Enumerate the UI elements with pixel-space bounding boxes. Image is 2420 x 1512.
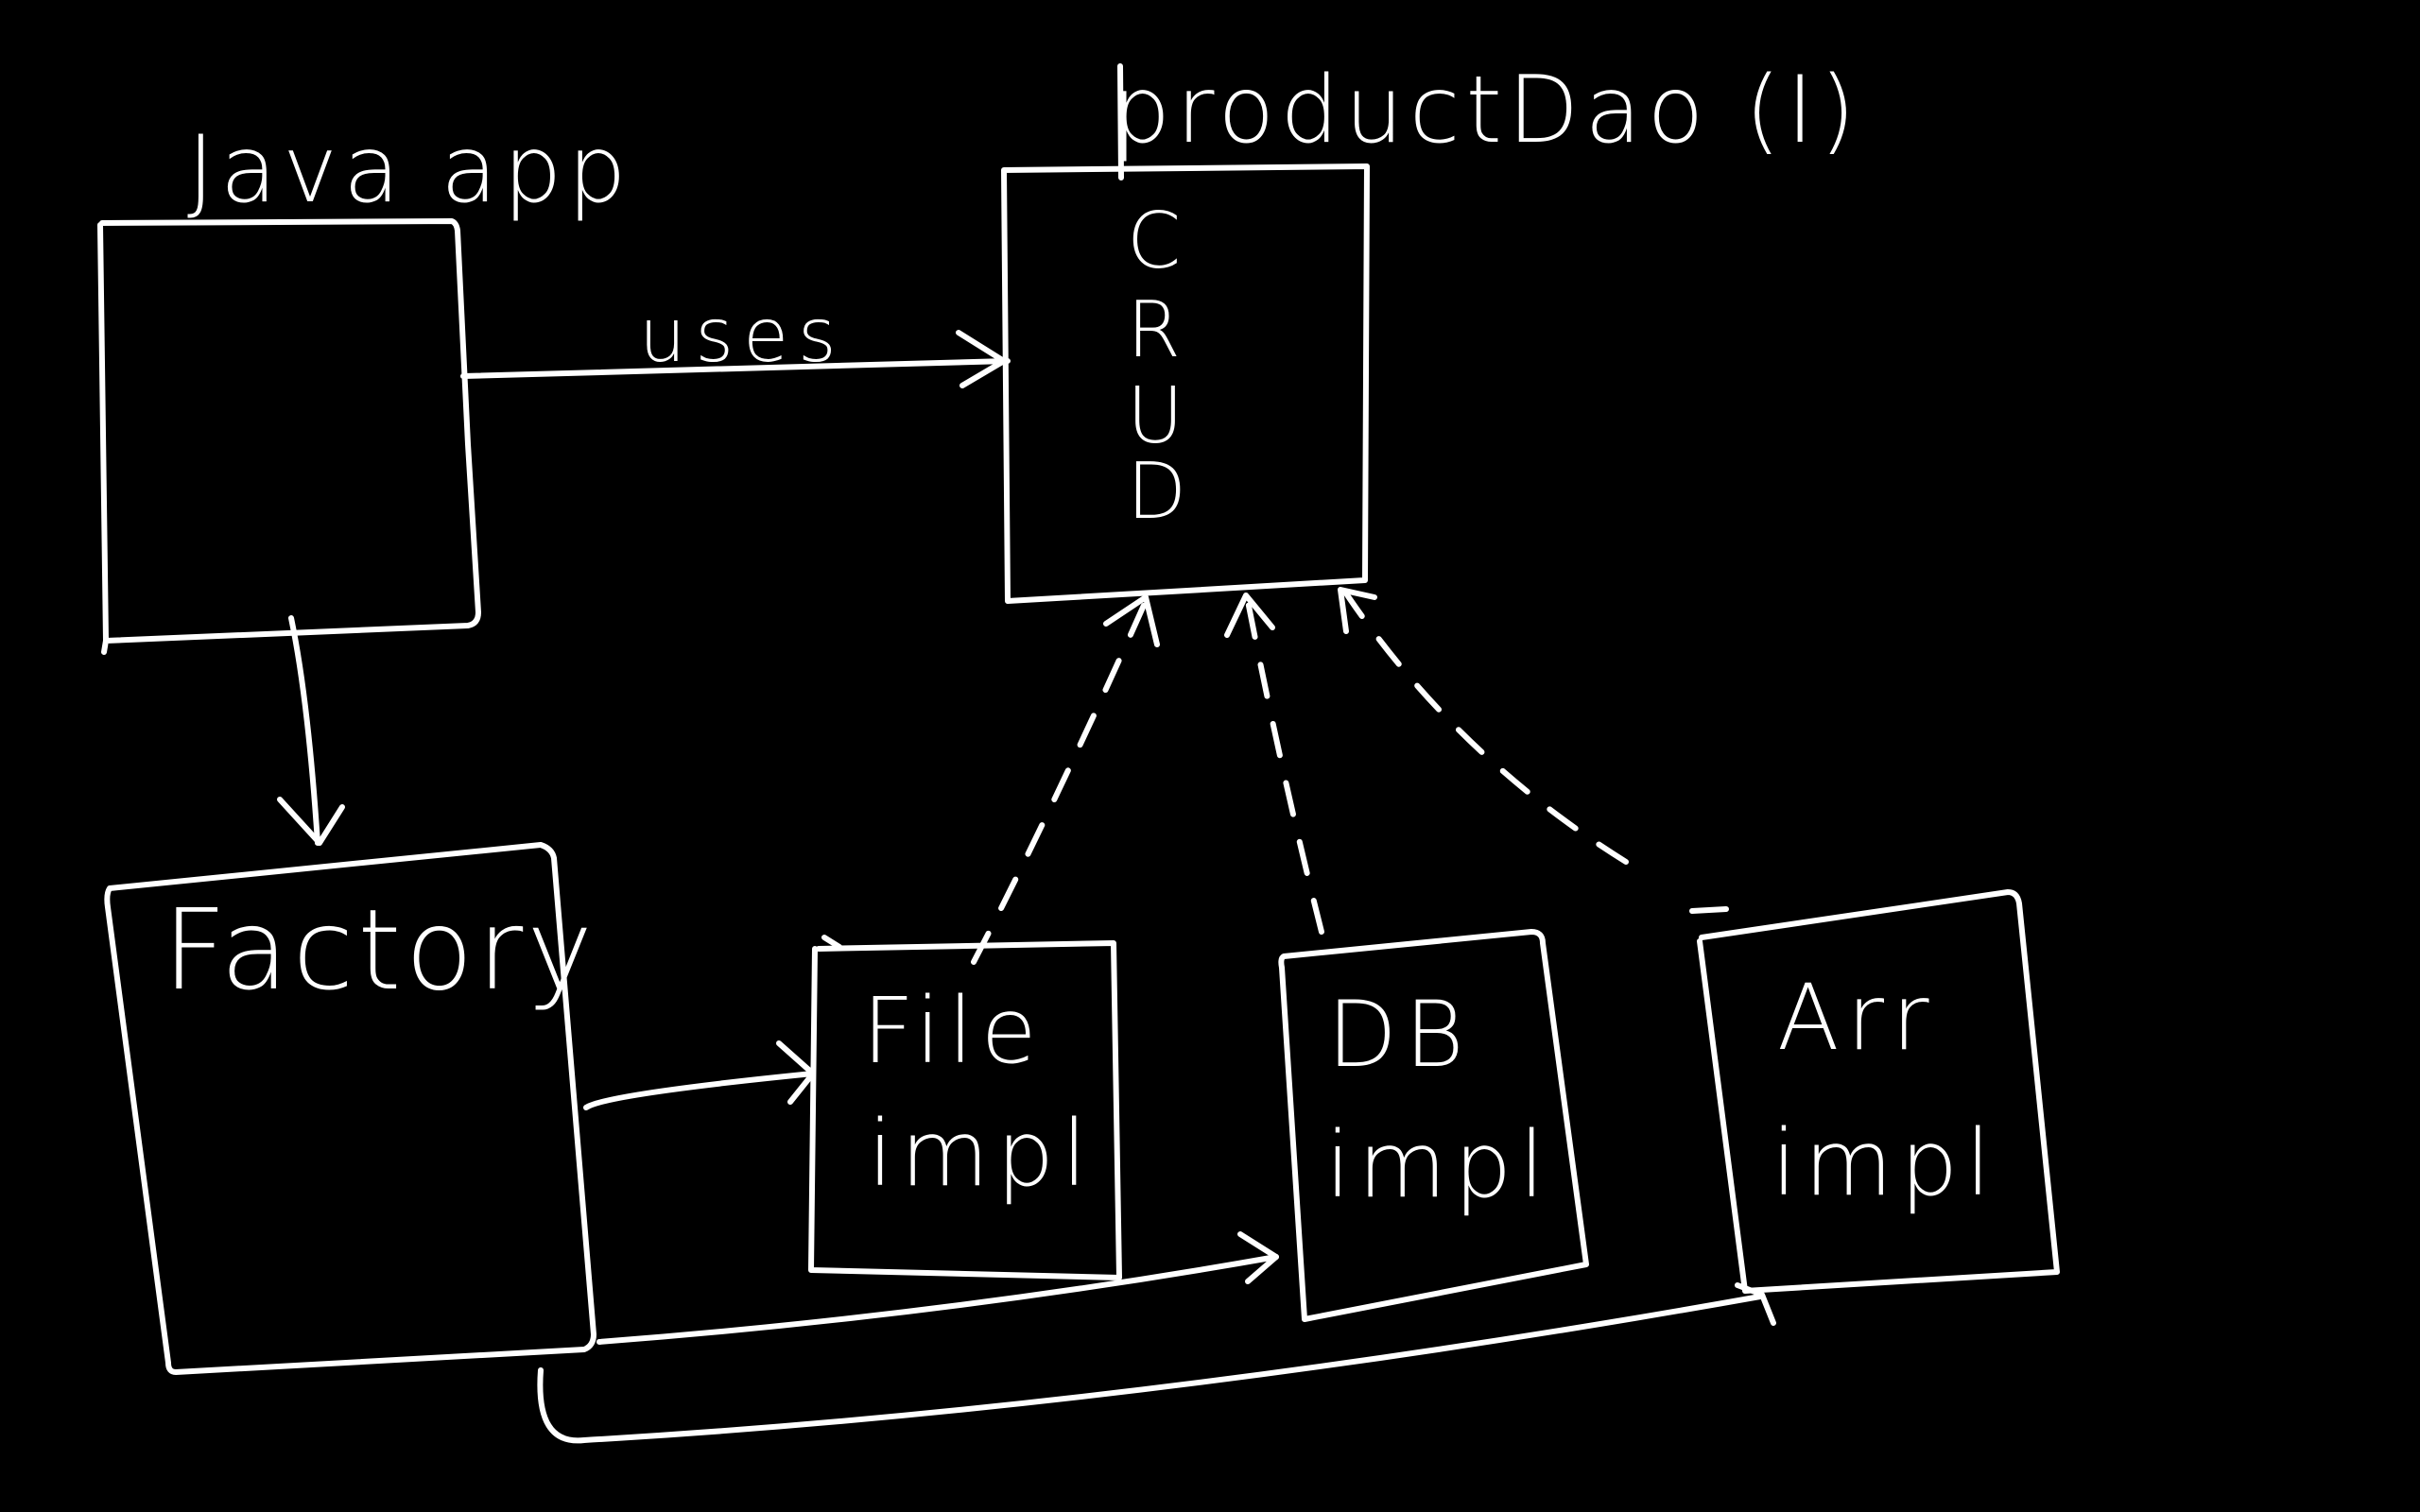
file-impl-label-line-1: File	[862, 978, 1045, 1084]
uses-arrowhead	[956, 330, 1007, 388]
java-app-to-factory-relation	[277, 615, 345, 846]
factory-to-db-impl-line	[596, 1254, 1279, 1345]
java-app-to-factory-arrowhead	[277, 797, 345, 846]
crud-letter-u: U	[1127, 371, 1184, 461]
db-impl-node: DB impl	[1278, 929, 1589, 1322]
uses-label: uses	[639, 294, 846, 379]
factory-to-arr-impl-line	[537, 1294, 1763, 1444]
factory-to-file-impl-line	[583, 1071, 816, 1110]
arr-impl-box	[1697, 889, 2060, 1294]
java-app-label: Java app	[187, 116, 632, 224]
db-impl-label-line-2: impl	[1325, 1112, 1552, 1218]
java-app-box	[97, 218, 481, 655]
file-impl-box-tick	[821, 935, 842, 950]
db-impl-implements-relation	[1224, 593, 1324, 935]
file-impl-implements-line	[971, 598, 1149, 965]
db-impl-box	[1278, 929, 1589, 1322]
arr-impl-box-tick	[1689, 906, 1729, 914]
uses-relation: uses	[460, 294, 1011, 388]
factory-label: Factory	[163, 885, 596, 1015]
file-impl-box	[808, 940, 1122, 1280]
product-dao-label-tick	[1117, 63, 1124, 180]
factory-box	[104, 842, 596, 1375]
product-dao-label: productDao (I)	[1112, 57, 1861, 164]
factory-node: Factory	[104, 842, 596, 1375]
file-impl-implements-relation	[971, 594, 1160, 965]
file-impl-implements-arrowhead	[1103, 594, 1160, 647]
db-impl-implements-arrowhead	[1224, 593, 1275, 638]
factory-to-db-impl-arrowhead	[1237, 1231, 1279, 1284]
product-dao-interface-node: productDao (I) C R U D	[1001, 57, 1861, 604]
factory-to-file-impl-arrowhead	[776, 1040, 816, 1105]
factory-to-file-impl-relation	[583, 1040, 816, 1110]
db-impl-label-line-1: DB	[1327, 982, 1472, 1088]
crud-letter-d: D	[1127, 447, 1186, 537]
arr-impl-implements-relation	[1338, 587, 1629, 865]
arr-impl-node: Arr impl	[1689, 889, 2060, 1294]
factory-to-db-impl-relation	[596, 1231, 1279, 1345]
uses-arrow-line	[460, 358, 1011, 379]
arr-impl-implements-line	[1343, 591, 1629, 865]
arr-impl-label-line-1: Arr	[1777, 965, 1937, 1071]
java-app-node: Java app	[97, 116, 632, 655]
crud-letter-c: C	[1127, 197, 1181, 286]
file-impl-label-line-2: impl	[868, 1101, 1095, 1207]
arr-impl-label-line-2: impl	[1772, 1110, 1998, 1216]
arr-impl-implements-arrowhead	[1338, 587, 1377, 634]
factory-to-arr-impl-relation	[537, 1282, 1776, 1444]
file-impl-node: File impl	[808, 935, 1122, 1280]
java-app-to-factory-line	[288, 615, 320, 846]
product-dao-box	[1001, 163, 1370, 604]
crud-letter-r: R	[1127, 285, 1181, 375]
factory-to-arr-impl-arrowhead	[1735, 1282, 1776, 1326]
db-impl-implements-line	[1245, 598, 1324, 935]
